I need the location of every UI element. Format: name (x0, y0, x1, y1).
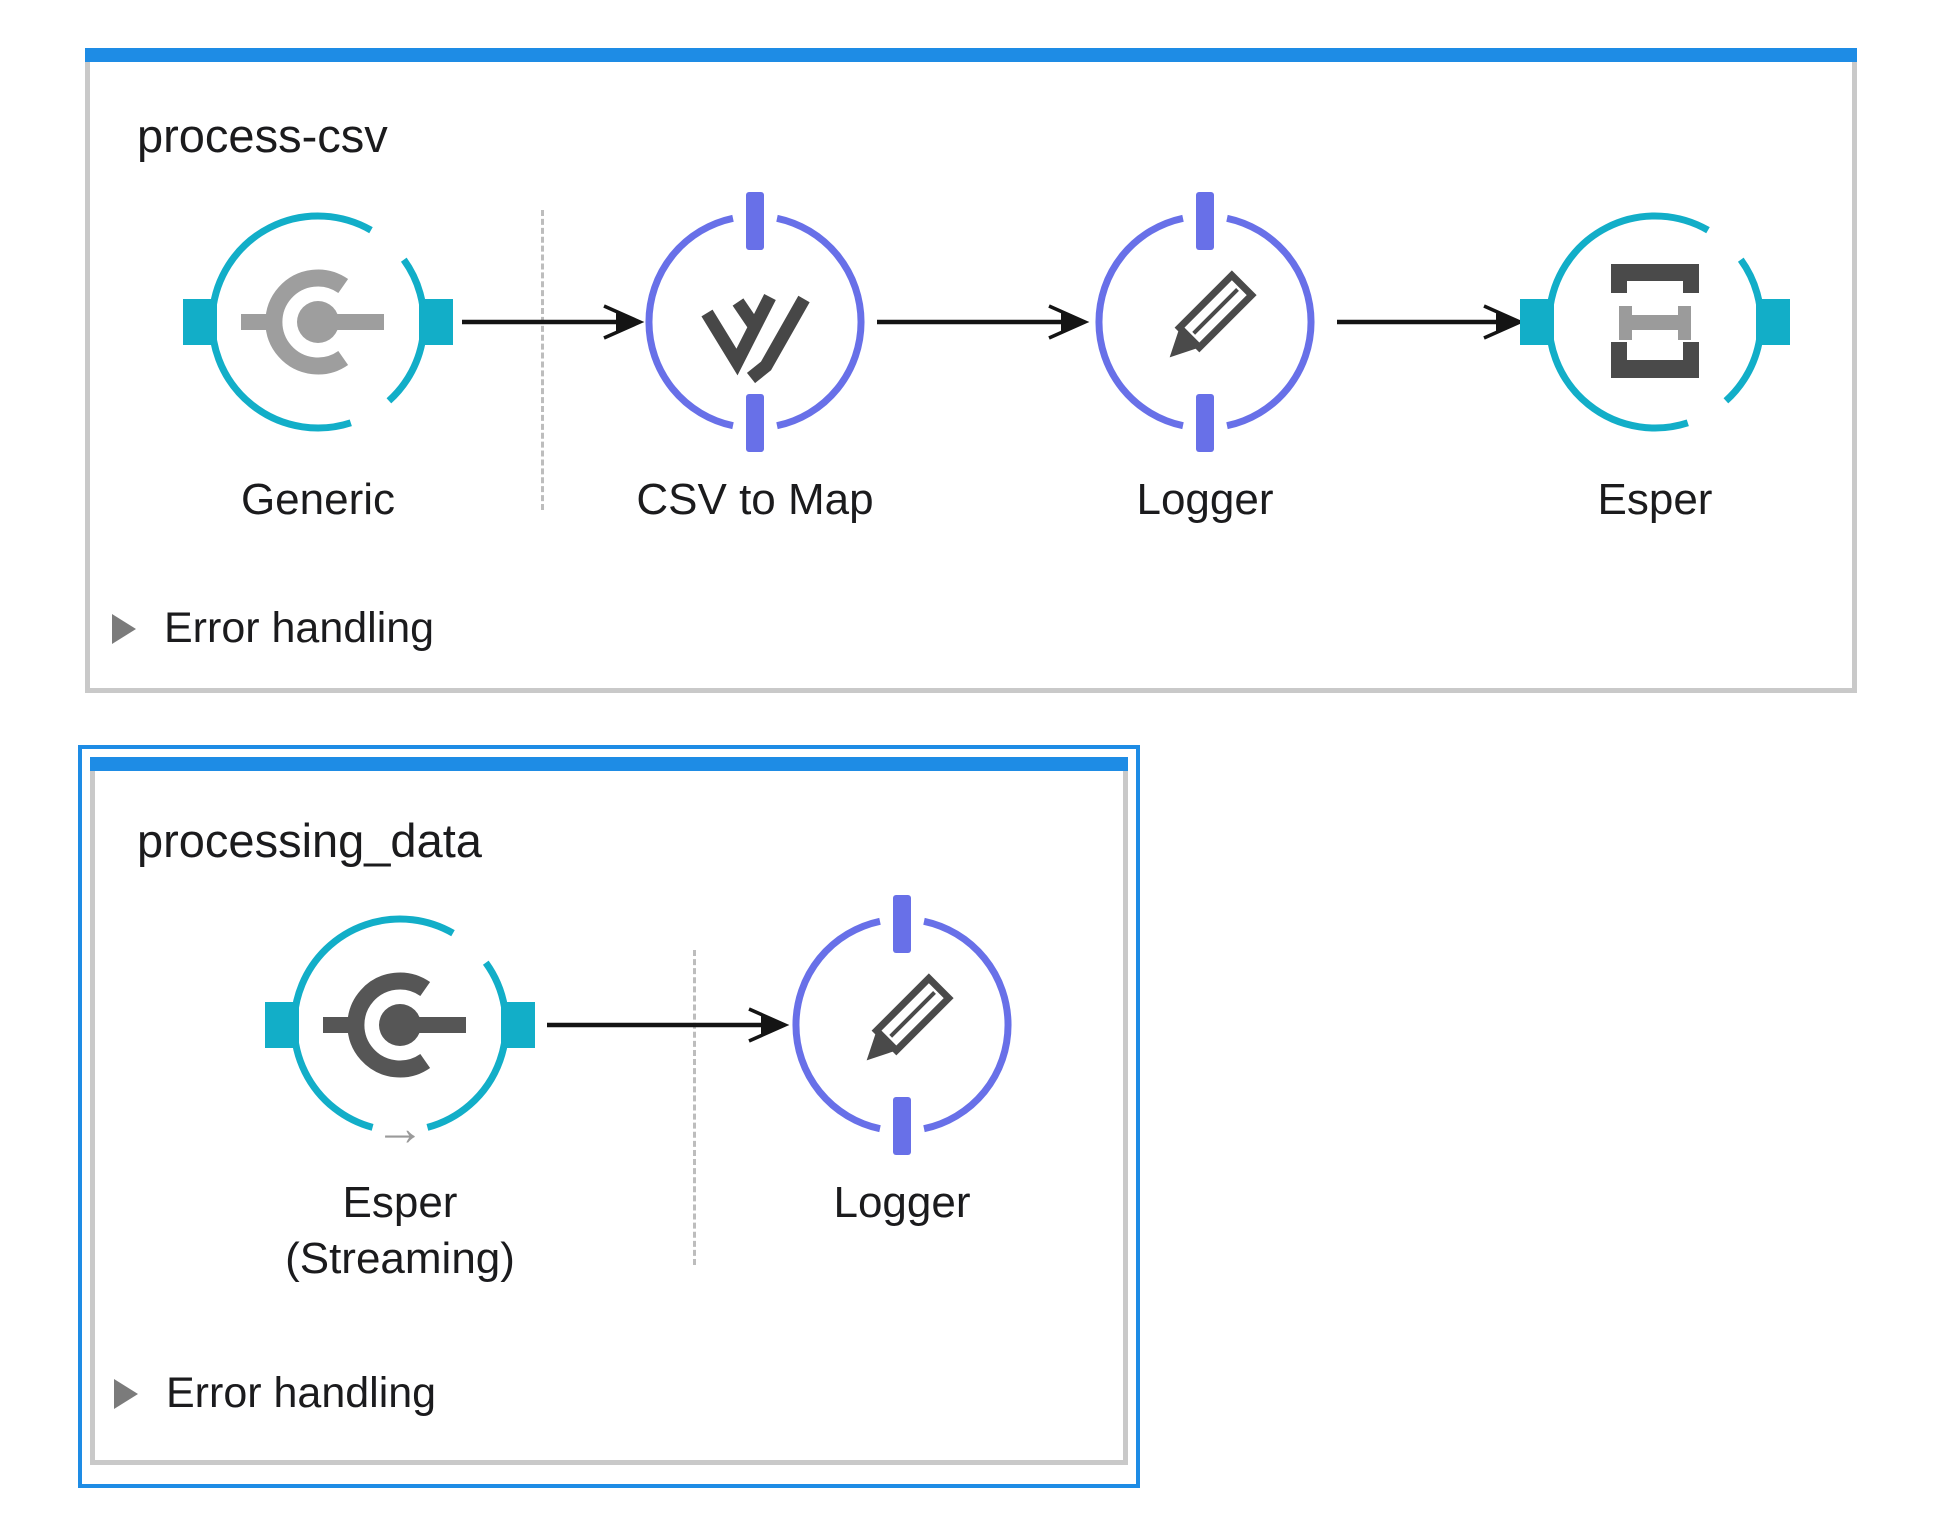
flow-title: process-csv (137, 109, 388, 162)
node-logger[interactable]: Logger (1070, 192, 1340, 526)
inbound-tab (1520, 299, 1554, 345)
processor-ring (1095, 192, 1315, 452)
esper-icon (1611, 264, 1699, 378)
flow-container-process-csv[interactable]: process-csv (85, 48, 1857, 693)
error-handling-toggle[interactable]: Error handling (114, 1369, 436, 1418)
node-csv-to-map[interactable]: CSV to Map (620, 192, 890, 526)
endpoint-ring (1520, 212, 1790, 432)
inbound-tab (183, 299, 217, 345)
outbound-tab (501, 1002, 535, 1048)
bottom-connector-bar (1196, 394, 1214, 452)
connector-icon (323, 972, 466, 1078)
error-handling-toggle[interactable]: Error handling (112, 604, 434, 653)
node-label: Generic (240, 475, 396, 524)
error-handling-label: Error handling (164, 604, 435, 652)
transform-icon (701, 294, 810, 384)
connector-icon (241, 269, 384, 375)
bottom-connector-bar (893, 1097, 911, 1155)
node-generic[interactable]: Generic (183, 192, 453, 526)
node-label: CSV to Map (636, 475, 874, 524)
outbound-tab (1756, 299, 1790, 345)
node-label: Esper (1597, 475, 1713, 524)
flow-container-processing-data[interactable]: processing_data (78, 745, 1140, 1488)
pencil-icon (1169, 270, 1257, 358)
error-handling-label: Error handling (166, 1369, 437, 1417)
pencil-icon (866, 973, 954, 1061)
top-connector-bar (1196, 192, 1214, 250)
outbound-tab (419, 299, 453, 345)
endpoint-ring (265, 915, 535, 1131)
flow-top-bar (90, 757, 1128, 771)
node-label: Logger (833, 1178, 971, 1227)
processor-ring (792, 895, 1012, 1155)
source-separator-line (693, 950, 696, 1265)
node-label: Esper (342, 1178, 458, 1227)
processor-ring (645, 192, 865, 452)
source-separator-line (541, 210, 544, 510)
flow-title: processing_data (137, 814, 482, 867)
node-label: Logger (1136, 475, 1274, 524)
node-sublabel: (Streaming) (285, 1233, 515, 1283)
node-logger[interactable]: Logger (767, 895, 1037, 1229)
flow-arrow (877, 304, 1090, 340)
flow-top-bar (85, 48, 1857, 62)
endpoint-ring (183, 212, 453, 432)
flow-content: processing_data (90, 757, 1128, 1465)
streaming-arrow-icon: → (375, 1100, 425, 1156)
flow-body (90, 757, 1128, 1465)
expand-triangle-icon (112, 613, 136, 644)
expand-triangle-icon (114, 1378, 138, 1409)
bottom-connector-bar (746, 394, 764, 452)
top-connector-bar (746, 192, 764, 250)
flow-arrow (462, 304, 645, 340)
top-connector-bar (893, 895, 911, 953)
node-esper[interactable]: Esper (1520, 192, 1790, 526)
flow-arrow (547, 1007, 790, 1043)
node-esper-streaming[interactable]: Esper (Streaming) (265, 895, 535, 1285)
inbound-tab (265, 1002, 299, 1048)
flow-arrow (1337, 304, 1525, 340)
